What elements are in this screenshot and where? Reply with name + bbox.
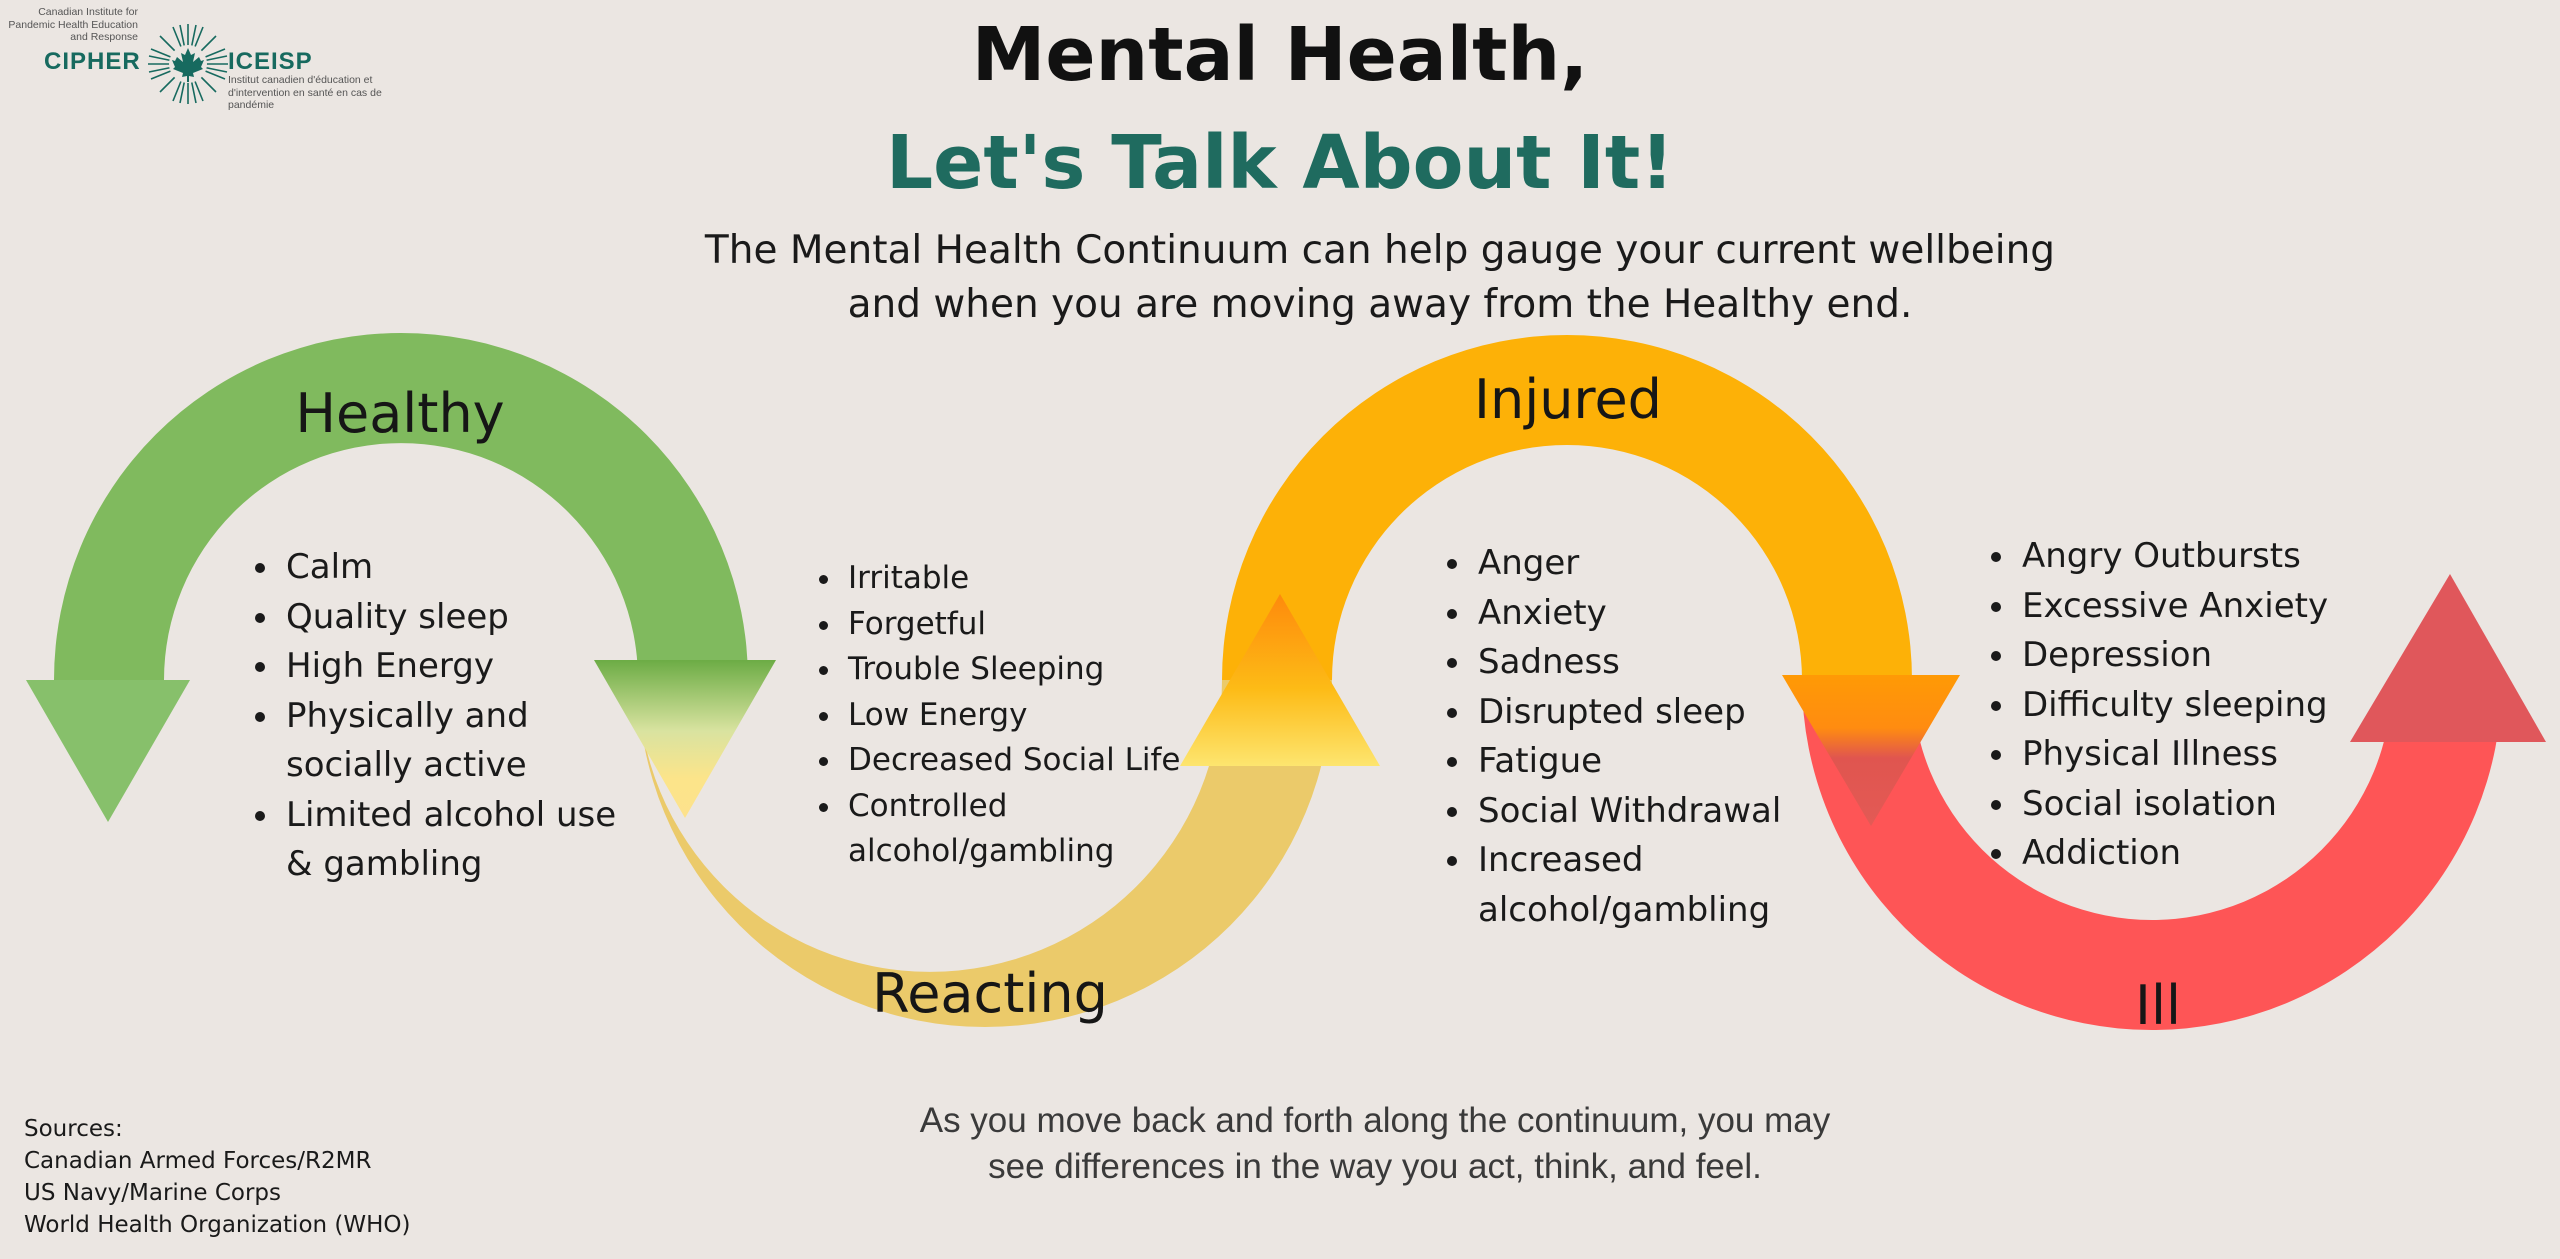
list-item: Low Energy <box>844 693 1264 739</box>
list-item: Quality sleep <box>282 593 622 643</box>
stage-label-ill: Ill <box>2135 974 2181 1037</box>
source-item: US Navy/Marine Corps <box>24 1180 282 1206</box>
reacting-signs-list: Irritable Forgetful Trouble Sleeping Low… <box>806 556 1264 875</box>
stage-label-reacting: Reacting <box>872 962 1108 1025</box>
list-item: Physical Illness <box>2018 730 2438 780</box>
cipher-iceisp-logo: Canadian Institute for Pandemic Health E… <box>6 6 406 116</box>
continuum-note-line-1: As you move back and forth along the con… <box>919 1101 1831 1140</box>
sources-heading: Sources: <box>24 1116 123 1142</box>
injured-arc <box>1222 335 1912 680</box>
list-item: High Energy <box>282 642 622 692</box>
subtitle: The Mental Health Continuum can help gau… <box>530 224 2230 332</box>
title-line-2: Let's Talk About It! <box>886 120 1674 206</box>
list-item: Angry Outbursts <box>2018 532 2438 582</box>
stage-label-injured: Injured <box>1474 368 1662 431</box>
injured-signs-list: Anger Anxiety Sadness Disrupted sleep Fa… <box>1436 539 1874 935</box>
subtitle-line-1: The Mental Health Continuum can help gau… <box>704 228 2056 273</box>
ill-up-arrow-icon <box>2350 574 2546 742</box>
list-item: Social Withdrawal <box>1474 787 1874 837</box>
subtitle-line-2: and when you are moving away from the He… <box>847 282 1913 327</box>
stage-label-healthy: Healthy <box>295 382 505 445</box>
logo-acronym-en: CIPHER <box>44 48 141 75</box>
healthy-arc <box>54 333 748 680</box>
list-item: Anxiety <box>1474 589 1874 639</box>
list-item: Difficulty sleeping <box>2018 681 2438 731</box>
list-item: Addiction <box>2018 829 2438 879</box>
logo-acronym-fr: ICEISP <box>228 48 313 75</box>
continuum-note: As you move back and forth along the con… <box>850 1098 1900 1190</box>
list-item: Depression <box>2018 631 2438 681</box>
list-item: Trouble Sleeping <box>844 647 1264 693</box>
list-item: Calm <box>282 543 622 593</box>
title-line-1: Mental Health, <box>971 12 1589 98</box>
list-item: Irritable <box>844 556 1264 602</box>
list-item: Forgetful <box>844 602 1264 648</box>
list-item: Controlled alcohol/gambling <box>844 784 1264 875</box>
reacting-to-injured-arrow-icon <box>1180 594 1380 766</box>
continuum-note-line-2: see differences in the way you act, thin… <box>988 1147 1762 1186</box>
healthy-to-reacting-arrow-icon <box>594 660 776 818</box>
list-item: Excessive Anxiety <box>2018 582 2438 632</box>
healthy-signs-list: Calm Quality sleep High Energy Physicall… <box>244 543 622 890</box>
list-item: Sadness <box>1474 638 1874 688</box>
ill-arc <box>1802 680 2502 1030</box>
source-item: Canadian Armed Forces/R2MR <box>24 1148 372 1174</box>
logo-org-name-en: Canadian Institute for Pandemic Health E… <box>8 6 138 43</box>
list-item: Social isolation <box>2018 780 2438 830</box>
list-item: Anger <box>1474 539 1874 589</box>
list-item: Fatigue <box>1474 737 1874 787</box>
list-item: Limited alcohol use & gambling <box>282 791 622 890</box>
list-item: Increased alcohol/gambling <box>1474 836 1874 935</box>
list-item: Disrupted sleep <box>1474 688 1874 738</box>
sources: Sources: Canadian Armed Forces/R2MR US N… <box>24 1113 411 1241</box>
logo-org-name-fr: Institut canadien d'éducation et d'inter… <box>228 74 382 111</box>
reacting-arc <box>638 680 1332 1027</box>
list-item: Physically and socially active <box>282 692 622 791</box>
injured-to-ill-arrow-icon <box>1782 675 1960 826</box>
healthy-down-arrow-icon <box>26 680 190 822</box>
source-item: World Health Organization (WHO) <box>24 1212 411 1238</box>
ill-signs-list: Angry Outbursts Excessive Anxiety Depres… <box>1980 532 2438 879</box>
maple-leaf-starburst-icon <box>148 24 228 104</box>
list-item: Decreased Social Life <box>844 738 1264 784</box>
